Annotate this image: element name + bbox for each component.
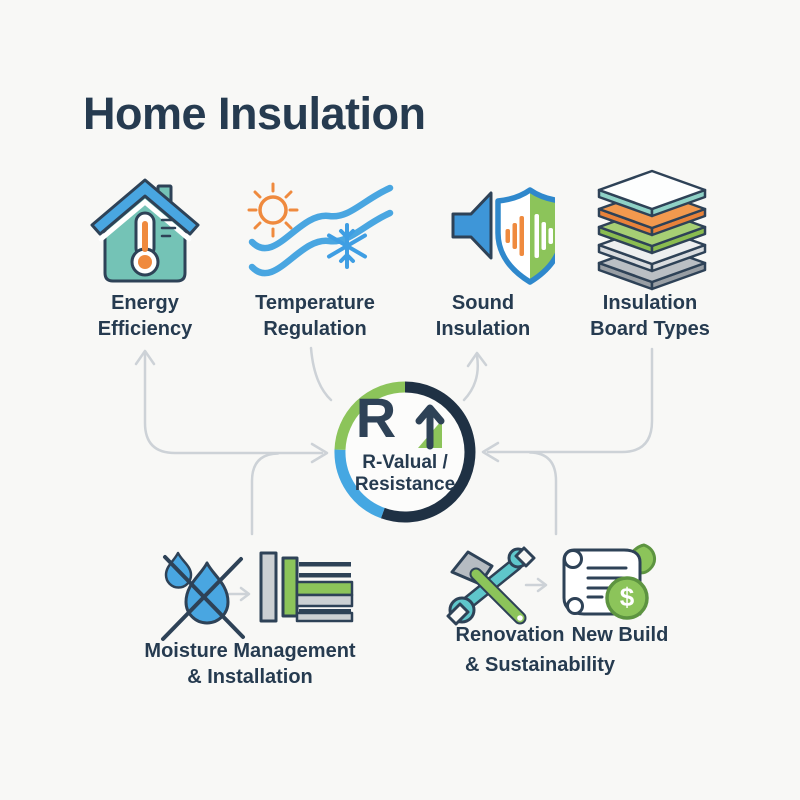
connector-energy xyxy=(134,349,329,464)
connector-temperature xyxy=(309,346,333,402)
dollar-coin-symbol: $ xyxy=(619,582,635,612)
arrow-up-icon xyxy=(415,404,445,450)
r-value-label: R-Valual /Resistance xyxy=(354,452,456,495)
board-stack-icon xyxy=(597,169,707,291)
hammer-wrench-icon xyxy=(446,546,536,626)
small-arrow-moisture xyxy=(227,586,251,602)
small-arrow-renovation xyxy=(524,577,548,593)
house-thermometer-icon xyxy=(90,178,200,283)
water-drops-crossed-icon xyxy=(161,551,245,641)
r-value-ring xyxy=(334,381,476,523)
speaker-shield-icon xyxy=(451,187,555,285)
label-new-build: New Build xyxy=(571,624,669,646)
wall-assembly-icon xyxy=(259,551,354,623)
connector-moisture xyxy=(250,452,280,536)
connector-renovation xyxy=(528,451,558,536)
scroll-leaf-coin-icon xyxy=(562,543,657,620)
label-sustainability: & Sustainability xyxy=(464,654,616,676)
page-title: Home Insulation xyxy=(83,88,426,139)
connector-sound xyxy=(462,351,488,402)
connector-boards xyxy=(481,347,654,463)
label-moisture-management: Moisture Management& Installation xyxy=(144,640,356,688)
sun-waves-snowflake-icon xyxy=(247,182,394,277)
r-value-letter: R xyxy=(355,386,397,449)
label-renovation: Renovation xyxy=(455,624,565,646)
snowflake-icon xyxy=(327,223,367,269)
sound-bars xyxy=(505,214,553,258)
